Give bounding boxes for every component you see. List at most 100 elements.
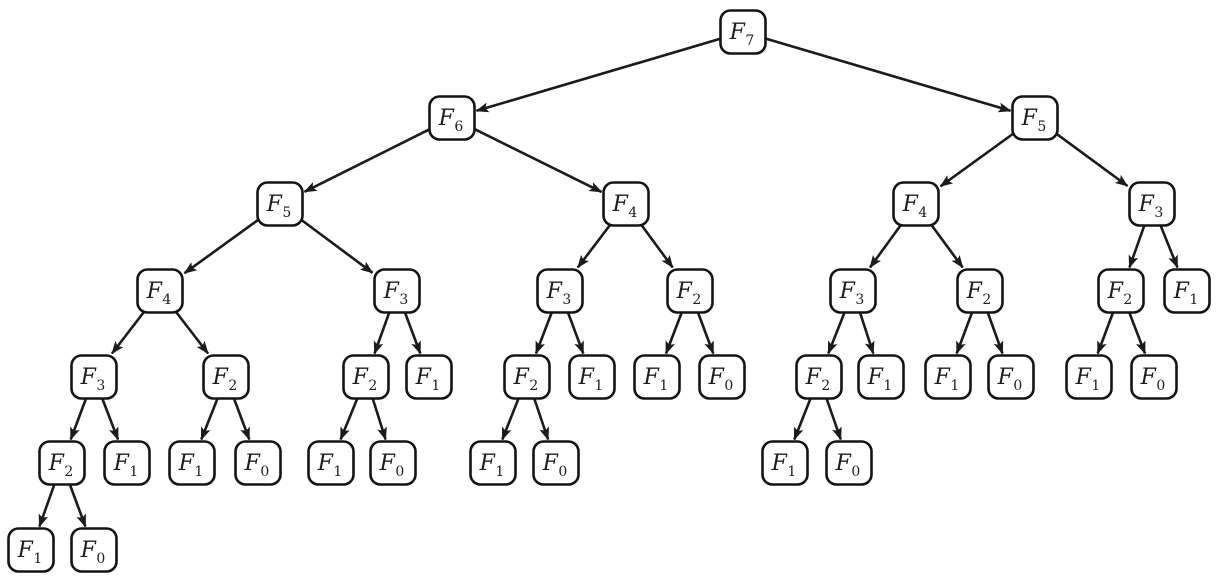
tree-node-box xyxy=(256,181,304,227)
tree-node-label: F0 xyxy=(244,451,270,480)
tree-node-box xyxy=(307,440,355,486)
tree-node-box xyxy=(892,181,940,227)
tree-node-label: F3 xyxy=(383,279,409,308)
tree-node-box xyxy=(795,354,843,400)
tree-edge xyxy=(930,223,964,269)
tree-node: F4 xyxy=(892,181,940,227)
tree-node: F1 xyxy=(405,354,453,400)
tree-node-label: F0 xyxy=(80,538,106,567)
tree-edge xyxy=(1158,224,1179,269)
tree-edge xyxy=(475,37,722,113)
tree-node-label: F1 xyxy=(867,365,893,394)
tree-node-box xyxy=(70,354,118,400)
tree-node-box xyxy=(1065,354,1113,400)
tree-node-box xyxy=(136,268,184,314)
tree-node: F3 xyxy=(373,268,421,314)
tree-edge xyxy=(955,311,974,355)
tree-node: F2 xyxy=(1097,268,1145,314)
tree-node-label: F0 xyxy=(708,365,734,394)
tree-node-box xyxy=(202,354,250,400)
tree-edge xyxy=(1128,224,1146,269)
tree-node-label: F1 xyxy=(1075,365,1101,394)
tree-edge xyxy=(1055,132,1129,188)
tree-node: F1 xyxy=(1065,354,1113,400)
tree-node-label: F1 xyxy=(934,365,960,394)
tree-node-label: F2 xyxy=(352,365,378,394)
tree-node-label: F1 xyxy=(113,451,139,480)
tree-edge xyxy=(339,397,359,441)
tree-edge xyxy=(174,310,210,355)
tree-edge xyxy=(664,311,684,355)
tree-node: F5 xyxy=(256,181,304,227)
tree-node-label: F1 xyxy=(415,365,441,394)
tree-node: F2 xyxy=(956,268,1004,314)
tree-node-box xyxy=(829,268,877,314)
tree-node-label: F3 xyxy=(1138,192,1164,221)
tree-node-label: F3 xyxy=(546,279,572,308)
tree-node: F0 xyxy=(987,354,1035,400)
tree-edge xyxy=(939,132,1015,188)
tree-node-box xyxy=(956,268,1004,314)
tree-edge xyxy=(303,127,432,193)
tree-node-box xyxy=(633,354,681,400)
tree-node: F4 xyxy=(602,181,650,227)
tree-node-box xyxy=(1097,268,1145,314)
tree-node-box xyxy=(536,268,584,314)
tree-node: F1 xyxy=(307,440,355,486)
tree-node-label: F2 xyxy=(513,365,539,394)
tree-edge xyxy=(1096,311,1115,355)
tree-node-label: F0 xyxy=(379,451,405,480)
tree-node-label: F2 xyxy=(1107,279,1133,308)
tree-node: F0 xyxy=(369,440,417,486)
tree-node-label: F2 xyxy=(966,279,992,308)
tree-edge xyxy=(472,127,603,194)
tree-node-label: F5 xyxy=(1021,106,1047,135)
tree-node-box xyxy=(532,440,580,486)
tree-edge xyxy=(373,311,391,355)
tree-node: F0 xyxy=(532,440,580,486)
tree-node-label: F4 xyxy=(612,192,638,221)
tree-node: F0 xyxy=(1130,354,1178,400)
tree-edge xyxy=(576,223,612,269)
tree-node-label: F1 xyxy=(17,538,43,567)
tree-node-box xyxy=(1011,95,1059,141)
tree-node-box xyxy=(168,440,216,486)
tree-node-label: F0 xyxy=(1140,365,1166,394)
tree-node-label: F3 xyxy=(839,279,865,308)
tree-node: F1 xyxy=(168,440,216,486)
tree-node: F1 xyxy=(924,354,972,400)
tree-node-label: F1 xyxy=(578,365,604,394)
tree-edge xyxy=(868,223,903,269)
tree-node: F2 xyxy=(795,354,843,400)
tree-node-box xyxy=(405,354,453,400)
tree-node-label: F4 xyxy=(146,279,172,308)
tree-node-box xyxy=(825,440,873,486)
tree-node-box xyxy=(469,440,517,486)
tree-edge xyxy=(858,311,875,355)
tree-node-box xyxy=(719,9,767,55)
tree-node-box xyxy=(70,527,118,573)
tree-edge xyxy=(827,311,847,355)
tree-node-label: F0 xyxy=(542,451,568,480)
tree-node-label: F6 xyxy=(438,106,464,135)
tree-node-label: F1 xyxy=(643,365,669,394)
tree-node-box xyxy=(698,354,746,400)
tree-edge xyxy=(300,218,374,274)
tree-node: F1 xyxy=(857,354,905,400)
tree-node: F0 xyxy=(70,527,118,573)
tree-node-label: F1 xyxy=(771,451,797,480)
tree-node-label: F3 xyxy=(80,365,106,394)
tree-node: F3 xyxy=(536,268,584,314)
tree-edge xyxy=(640,223,674,269)
tree-node: F0 xyxy=(234,440,282,486)
tree-node-label: F1 xyxy=(317,451,343,480)
tree-node-label: F7 xyxy=(729,20,755,49)
tree-node-label: F2 xyxy=(805,365,831,394)
tree-edge xyxy=(696,311,715,355)
tree-node-box xyxy=(503,354,551,400)
tree-node-box xyxy=(857,354,905,400)
tree-edge xyxy=(403,311,422,355)
